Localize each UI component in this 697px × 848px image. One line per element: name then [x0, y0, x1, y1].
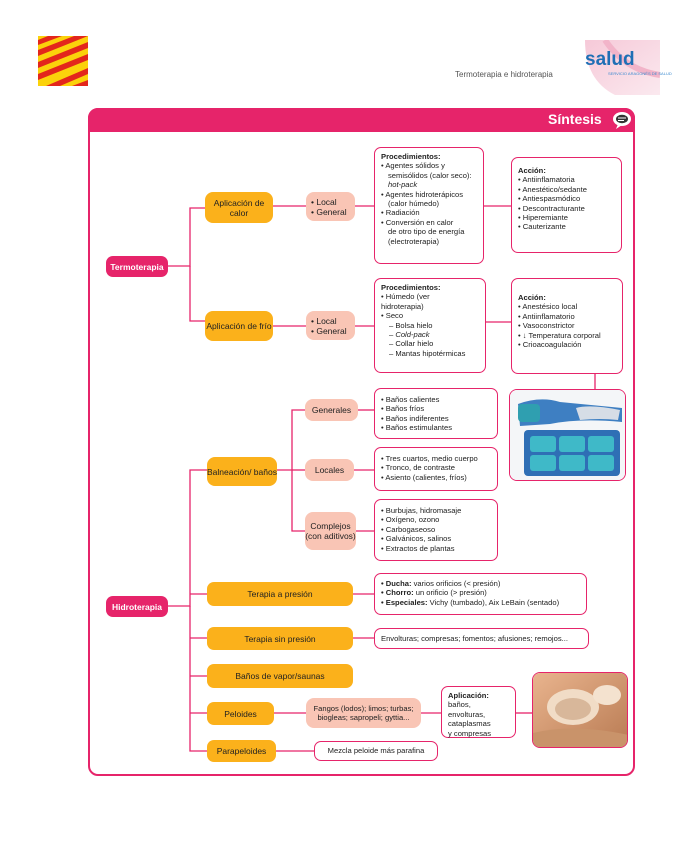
list-item: • Húmedo (ver [381, 292, 430, 302]
node-aplicacion-frio: Aplicación de frío [205, 311, 273, 341]
list-item: • Chorro: un orificio (> presión) [381, 588, 580, 597]
list-item: • Especiales: Vichy (tumbado), Aix LeBai… [381, 598, 580, 607]
list-item: • Burbujas, hidromasaje [381, 506, 462, 515]
list-item: • Anestético/sedante [518, 184, 587, 194]
list-item: • Tres cuartos, medio cuerpo [381, 454, 478, 463]
node-balneacion: Balneación/ baños [207, 457, 277, 486]
list-item: • ↓ Temperatura corporal [518, 330, 601, 340]
synthesis-panel-header [88, 108, 635, 132]
list-item: hot-pack [388, 180, 418, 190]
list-item: • Antiinflamatoria [518, 175, 575, 185]
list-item: • Seco [381, 311, 404, 321]
node-generales: Generales [305, 399, 358, 421]
box-title: Acción: [518, 293, 546, 302]
list-item: baños, envolturas, [448, 700, 486, 719]
box-title: Acción: [518, 166, 546, 175]
list-item: hidroterapia) [381, 301, 424, 311]
list-item: • Radiación [381, 208, 420, 218]
list-item: – Bolsa hielo [389, 320, 433, 330]
list-item: • Hiperemiante [518, 213, 568, 223]
node-peloides-tipos: Fangos (lodos); limos; turbas; biogleas;… [306, 698, 421, 728]
list-item: • Baños calientes [381, 395, 440, 404]
node-complejos: Complejos (con aditivos) [305, 512, 356, 550]
node-frio-tipo: • Local • General [306, 311, 355, 340]
list-item: • Carbogaseoso [381, 524, 436, 534]
list-item: • Baños fríos [381, 404, 425, 414]
list-item: • Asiento (calientes, fríos) [381, 472, 467, 482]
box-locales: • Tres cuartos, medio cuerpo • Tronco, d… [374, 447, 498, 491]
node-peloides: Peloides [207, 702, 274, 725]
box-procedimientos-frio: Procedimientos: • Húmedo (ver hidroterap… [374, 278, 486, 373]
box-generales: • Baños calientes • Baños fríos • Baños … [374, 388, 498, 439]
box-accion-calor: Acción: • Antiinflamatoria • Anestético/… [511, 157, 622, 253]
list-item: • Baños estimulantes [381, 423, 453, 433]
box-accion-frio: Acción: • Anestésico local • Antiinflama… [511, 278, 623, 374]
list-item: – Mantas hipotérmicas [389, 348, 466, 358]
list-item: cataplasmas [448, 719, 491, 729]
list-item: • Vasoconstrictor [518, 321, 575, 331]
presion-label-especiales: • Especiales: [381, 597, 428, 607]
list-item: • Conversión en calor [381, 217, 454, 227]
list-item: – Collar hielo [389, 339, 434, 349]
list-item: • Galvánicos, salinos [381, 534, 452, 544]
list-item: de otro tipo de energía [388, 227, 465, 237]
box-terapia-sin-presion: Envolturas; compresas; fomentos; afusion… [374, 628, 589, 649]
aragon-flag-logo [38, 36, 88, 86]
list-item: • Anestésico local [518, 302, 578, 312]
frio-tipo-general: • General [311, 325, 347, 336]
node-terapia-presion: Terapia a presión [207, 582, 353, 606]
box-terapia-presion: • Ducha: varios orificios (< presión) • … [374, 573, 587, 615]
list-item: (electroterapia) [388, 236, 440, 246]
node-parapeloides: Parapeloides [207, 740, 276, 762]
box-title: Aplicación: [448, 691, 489, 700]
list-item: • Antiinflamatorio [518, 311, 575, 321]
box-title: Procedimientos: [381, 152, 441, 161]
node-calor-tipo: • Local • General [306, 192, 355, 221]
list-item: • Crioacoagulación [518, 340, 582, 350]
salud-logo-subtitle: SERVICIO ARAGONÉS DE SALUD [608, 71, 672, 76]
mud-therapy-photo [532, 672, 628, 748]
cold-pack-photo [509, 389, 626, 481]
list-item: • Tronco, de contraste [381, 463, 455, 473]
box-parapeloides: Mezcla peloide más parafina [314, 741, 438, 761]
salud-logo-text: salud [585, 49, 635, 70]
list-item: • Ducha: varios orificios (< presión) [381, 579, 580, 588]
list-item: – Cold-pack [389, 330, 430, 340]
list-item: • Extractos de plantas [381, 543, 455, 553]
presion-label-ducha: • Ducha: [381, 579, 412, 588]
salud-logo [575, 38, 661, 95]
list-item: • Antiespasmódico [518, 194, 581, 204]
node-banos-vapor: Baños de vapor/saunas [207, 664, 353, 688]
node-aplicacion-calor: Aplicación de calor [205, 192, 273, 223]
presion-text-especiales: Vichy (tumbado), Aix LeBain (sentado) [427, 597, 560, 607]
box-title: Procedimientos: [381, 283, 441, 292]
node-terapia-sin-presion: Terapia sin presión [207, 627, 353, 650]
list-item: y compresas [448, 728, 492, 738]
calor-tipo-local: • Local [311, 196, 337, 207]
node-hidroterapia: Hidroterapia [106, 596, 168, 617]
list-item: • Agentes hidroterápicos [381, 189, 464, 199]
list-item: • Descontracturante [518, 203, 585, 213]
list-item: (calor húmedo) [388, 199, 440, 209]
panel-title: Síntesis [548, 111, 602, 127]
box-aplicacion-peloides: Aplicación: baños, envolturas, cataplasm… [441, 686, 516, 738]
list-item: • Agentes sólidos y [381, 161, 445, 171]
list-item: • Oxígeno, ozono [381, 515, 440, 525]
list-item: semisólidos (calor seco): [388, 170, 472, 180]
running-head: Termoterapia e hidroterapia [455, 70, 553, 79]
presion-label-chorro: • Chorro: [381, 588, 414, 598]
box-complejos: • Burbujas, hidromasaje • Oxígeno, ozono… [374, 499, 498, 561]
presion-text-ducha: varios orificios (< presión) [411, 579, 501, 588]
presion-text-chorro: un orificio (> presión) [413, 588, 487, 598]
node-termoterapia: Termoterapia [106, 256, 168, 277]
calor-tipo-general: • General [311, 206, 347, 217]
frio-tipo-local: • Local [311, 315, 337, 326]
node-locales: Locales [305, 459, 354, 481]
list-item: • Baños indiferentes [381, 413, 449, 423]
list-item: • Cauterizante [518, 222, 566, 232]
box-procedimientos-calor: Procedimientos: • Agentes sólidos y semi… [374, 147, 484, 264]
speech-bubble-icon [612, 111, 632, 129]
